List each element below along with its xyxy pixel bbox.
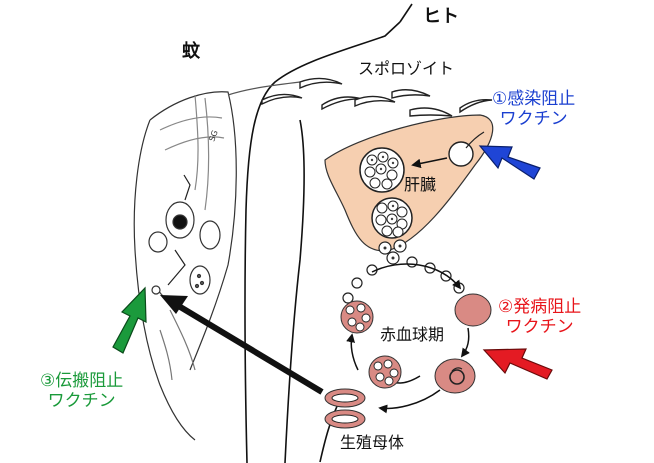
sporozoite-label: スポロゾイト: [358, 59, 455, 78]
vaccine-3-arrow: [112, 286, 147, 354]
vaccine-3-line2: ワクチン: [47, 390, 116, 411]
transmission-arrow: [170, 299, 324, 395]
vaccine-2-label: ②発病阻止 ワクチン: [498, 297, 582, 337]
human-label: ヒト: [423, 6, 459, 27]
liver-arrow: [411, 157, 448, 169]
vaccine-1-arrow: [478, 145, 541, 180]
merozoites: [342, 239, 465, 304]
vaccine-1-line1: ①感染阻止: [492, 89, 576, 109]
gametocyte-label: 生殖母体: [340, 433, 405, 452]
vaccine-2-line2: ワクチン: [505, 316, 574, 337]
mosquito-sg-label: SG: [207, 129, 219, 143]
sporozoites: [261, 77, 493, 117]
liver-hepatocyte-infected: [448, 141, 474, 167]
vaccine-1-label: ①感染阻止 ワクチン: [492, 89, 576, 129]
vaccine-3-line1: ③伝搬阻止: [40, 371, 124, 391]
mosquito-label: 蚊: [182, 41, 200, 62]
vaccine-1-line2: ワクチン: [499, 108, 568, 129]
gametocytes: [324, 388, 366, 429]
rbc-trophozoite: [434, 358, 476, 394]
vaccine-2-line1: ②発病阻止: [498, 297, 582, 317]
vaccine-3-label: ③伝搬阻止 ワクチン: [40, 371, 124, 411]
liver-schizonts: [359, 147, 413, 239]
liver-label: 肝臓: [404, 175, 437, 194]
vaccine-2-arrow: [482, 348, 553, 380]
blood-stage-label: 赤血球期: [380, 325, 445, 344]
rbc-ring-stage: [454, 293, 492, 327]
